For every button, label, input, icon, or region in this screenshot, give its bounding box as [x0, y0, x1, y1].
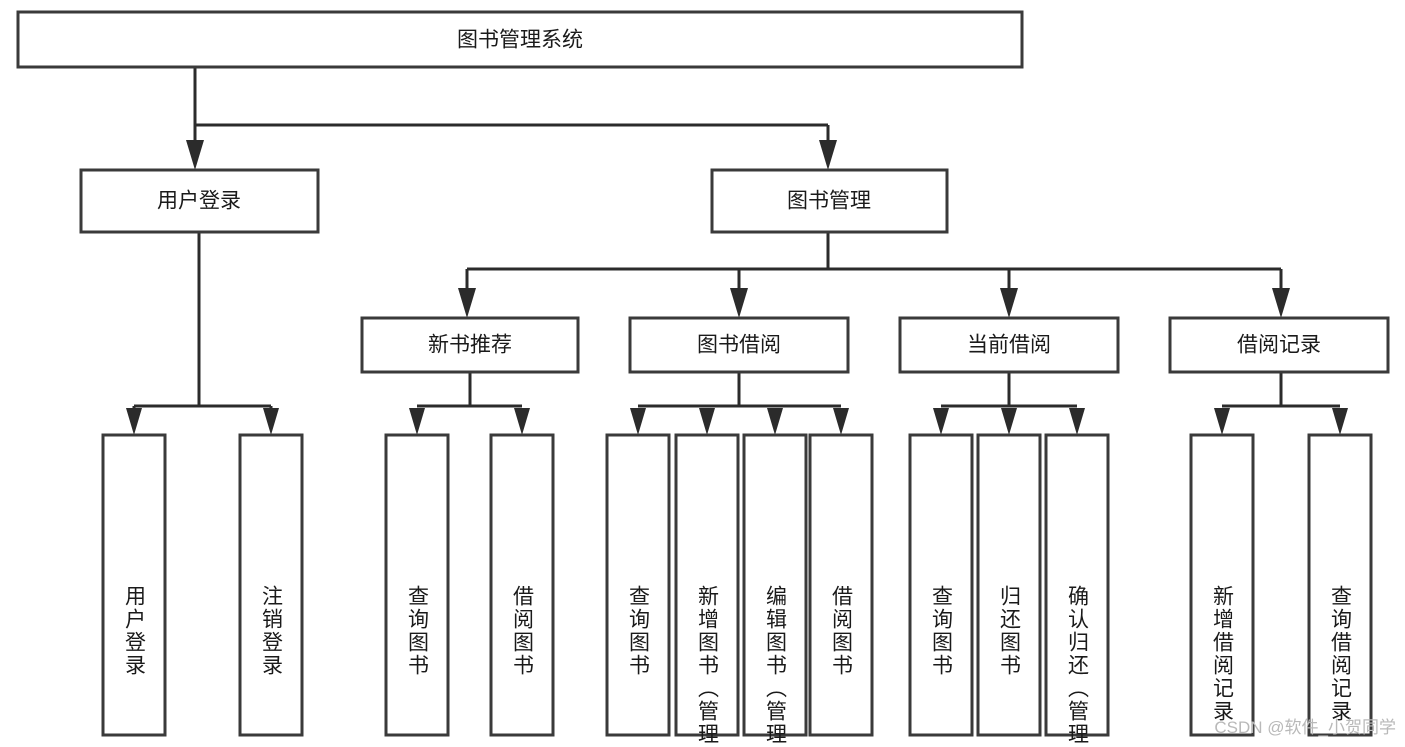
arrowhead-leaf-query-book-1	[409, 408, 425, 435]
node-leaf-query-book-3[interactable]: 查询图书	[908, 433, 974, 737]
node-leaf-query-record[interactable]: 查询借阅记录	[1307, 433, 1373, 737]
node-leaf-edit-book[interactable]: 编辑图书（管理员）	[742, 433, 808, 747]
connectors-book-manage-to-level3	[458, 232, 1290, 318]
node-leaf-add-record-box[interactable]	[1189, 433, 1255, 737]
node-leaf-query-book-2[interactable]: 查询图书	[605, 433, 671, 737]
node-borrow-record-label: 借阅记录	[1237, 334, 1321, 357]
node-leaf-user-login[interactable]: 用户登录	[101, 433, 167, 737]
arrowhead-leaf-confirm-return	[1069, 408, 1085, 435]
node-leaf-edit-book-label: 编辑图书（管理员）	[764, 585, 788, 747]
node-leaf-logout[interactable]: 注销登录	[238, 433, 304, 737]
node-user-login-box[interactable]	[79, 168, 320, 234]
node-leaf-return-book-label: 归还图书	[998, 585, 1022, 677]
node-current-borrow-label: 当前借阅	[967, 334, 1051, 357]
arrowhead-leaf-edit-book	[767, 408, 783, 435]
node-leaf-logout-label: 注销登录	[260, 585, 284, 677]
node-leaf-query-book-3-box[interactable]	[908, 433, 974, 737]
connectors-current-borrow-to-leaves	[933, 372, 1085, 435]
arrowhead-leaf-borrow-book-1	[514, 408, 530, 435]
arrowhead-leaf-logout	[263, 408, 279, 435]
node-leaf-add-book-label: 新增图书（管理员）	[696, 585, 720, 747]
arrowhead-current-borrow	[1000, 288, 1018, 318]
node-leaf-borrow-book-1-label: 借阅图书	[511, 585, 535, 677]
node-leaf-confirm-return[interactable]: 确认归还（管理员）	[1044, 433, 1110, 747]
arrowhead-leaf-add-record	[1214, 408, 1230, 435]
node-leaf-user-login-box[interactable]	[101, 433, 167, 737]
node-new-book-rec-label: 新书推荐	[428, 334, 512, 357]
node-leaf-borrow-book-2-label: 借阅图书	[830, 585, 854, 677]
node-book-borrow-label: 图书借阅	[697, 334, 781, 357]
node-current-borrow[interactable]: 当前借阅	[898, 316, 1120, 374]
arrowhead-leaf-query-record	[1332, 408, 1348, 435]
node-user-login-label: 用户登录	[157, 190, 241, 213]
node-leaf-confirm-return-label: 确认归还（管理员）	[1066, 585, 1090, 747]
connectors-new-book-rec-to-leaves	[409, 372, 530, 435]
node-leaf-query-book-1-label: 查询图书	[406, 585, 430, 677]
node-leaf-borrow-book-1-box[interactable]	[489, 433, 555, 737]
node-leaf-borrow-book-1[interactable]: 借阅图书	[489, 433, 555, 737]
node-leaf-query-record-box[interactable]	[1307, 433, 1373, 737]
connectors-user-login-to-leaves	[126, 232, 279, 435]
node-leaf-query-book-1-box[interactable]	[384, 433, 450, 737]
connectors-borrow-record-to-leaves	[1214, 372, 1348, 435]
arrowhead-leaf-query-book-3	[933, 408, 949, 435]
arrowhead-leaf-query-book-2	[630, 408, 646, 435]
node-leaf-add-record-label: 新增借阅记录	[1211, 585, 1235, 723]
node-current-borrow-box[interactable]	[898, 316, 1120, 374]
arrowhead-book-manage	[819, 140, 837, 170]
node-leaf-query-book-1[interactable]: 查询图书	[384, 433, 450, 737]
node-leaf-add-record[interactable]: 新增借阅记录	[1189, 433, 1255, 737]
csdn-watermark: CSDN @软件_小贺同学	[1214, 718, 1396, 737]
node-leaf-borrow-book-2-box[interactable]	[808, 433, 874, 737]
node-borrow-record[interactable]: 借阅记录	[1168, 316, 1390, 374]
node-leaf-add-book[interactable]: 新增图书（管理员）	[674, 433, 740, 747]
node-new-book-rec-box[interactable]	[360, 316, 580, 374]
node-book-borrow[interactable]: 图书借阅	[628, 316, 850, 374]
node-book-manage-box[interactable]	[710, 168, 949, 234]
arrowhead-leaf-return-book	[1001, 408, 1017, 435]
arrowhead-new-book-rec	[458, 288, 476, 318]
arrowhead-leaf-add-book	[699, 408, 715, 435]
node-new-book-rec[interactable]: 新书推荐	[360, 316, 580, 374]
node-root-label: 图书管理系统	[457, 29, 583, 52]
connectors-book-borrow-to-leaves	[630, 372, 849, 435]
node-leaf-confirm-return-box[interactable]	[1044, 433, 1110, 737]
arrowhead-book-borrow	[730, 288, 748, 318]
arrowhead-user-login	[186, 140, 204, 170]
node-book-manage-label: 图书管理	[787, 190, 871, 213]
arrowhead-leaf-user-login	[126, 408, 142, 435]
node-leaf-edit-book-box[interactable]	[742, 433, 808, 737]
node-borrow-record-box[interactable]	[1168, 316, 1390, 374]
node-leaf-return-book-box[interactable]	[976, 433, 1042, 737]
node-leaf-query-record-label: 查询借阅记录	[1329, 585, 1353, 723]
node-leaf-borrow-book-2[interactable]: 借阅图书	[808, 433, 874, 737]
arrowhead-leaf-borrow-book-2	[833, 408, 849, 435]
node-leaf-add-book-box[interactable]	[674, 433, 740, 737]
node-leaf-query-book-2-box[interactable]	[605, 433, 671, 737]
node-leaf-logout-box[interactable]	[238, 433, 304, 737]
node-leaf-return-book[interactable]: 归还图书	[976, 433, 1042, 737]
node-root[interactable]: 图书管理系统	[16, 10, 1024, 69]
node-book-manage[interactable]: 图书管理	[710, 168, 949, 234]
node-leaf-query-book-3-label: 查询图书	[930, 585, 954, 677]
connectors-root-to-level2	[186, 67, 837, 170]
node-leaf-query-book-2-label: 查询图书	[627, 585, 651, 677]
node-book-borrow-box[interactable]	[628, 316, 850, 374]
node-leaf-user-login-label: 用户登录	[123, 585, 147, 677]
node-user-login[interactable]: 用户登录	[79, 168, 320, 234]
node-root-box[interactable]	[16, 10, 1024, 69]
arrowhead-borrow-record	[1272, 288, 1290, 318]
